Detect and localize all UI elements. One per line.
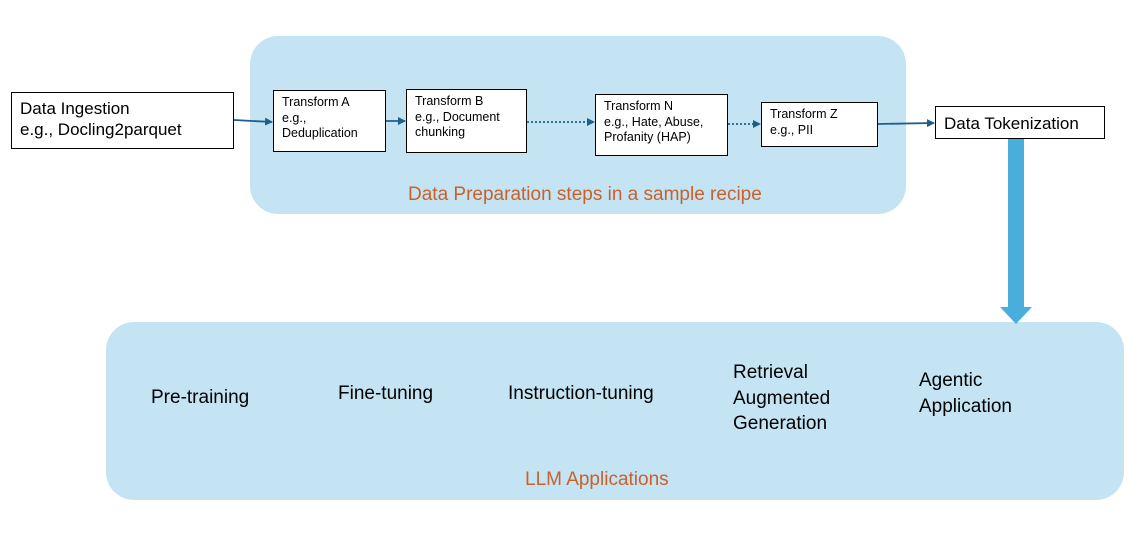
transform-a-example-line: e.g., xyxy=(282,110,307,125)
application-label-line: Generation xyxy=(733,413,828,435)
application-pre-training: Pre-training xyxy=(151,385,249,411)
data-tokenization-box: Data Tokenization xyxy=(935,106,1105,139)
application-label-line: Fine-tuning xyxy=(338,383,434,404)
transform-n-example-line: e.g., Hate, Abuse, xyxy=(604,114,704,129)
application-label-line: Augmented xyxy=(733,387,831,409)
data-ingestion-box: Data Ingestion e.g., Docling2parquet xyxy=(11,92,234,149)
transform-b-title: Transform B xyxy=(415,94,484,108)
arrow-transform-z-to-tokenization xyxy=(877,119,935,128)
transform-z-example-line: e.g., PII xyxy=(770,122,814,137)
data-tokenization-label: Data Tokenization xyxy=(944,114,1079,133)
transform-n-example-line: Profanity (HAP) xyxy=(604,130,691,145)
transform-b-example-line: e.g., Document xyxy=(415,109,500,124)
application-instruction-tuning: Instruction-tuning xyxy=(508,381,654,407)
transform-n-box: Transform N e.g., Hate, Abuse, Profanity… xyxy=(595,94,728,156)
transform-n-title: Transform N xyxy=(604,99,673,113)
transform-a-box: Transform A e.g., Deduplication xyxy=(273,90,386,152)
transform-z-title: Transform Z xyxy=(770,107,838,121)
application-label-line: Retrieval xyxy=(733,362,808,383)
transform-z-box: Transform Z e.g., PII xyxy=(761,102,878,147)
data-preparation-caption: Data Preparation steps in a sample recip… xyxy=(408,184,762,205)
application-label-line: Application xyxy=(919,395,1012,417)
data-ingestion-title: Data Ingestion xyxy=(20,99,130,118)
transform-b-box: Transform B e.g., Document chunking xyxy=(406,89,527,153)
application-label-line: Instruction-tuning xyxy=(508,383,654,404)
application-rag: Retrieval Augmented Generation xyxy=(733,360,830,437)
llm-applications-panel xyxy=(106,322,1124,500)
llm-applications-caption: LLM Applications xyxy=(525,469,669,490)
big-down-arrow xyxy=(1000,139,1032,324)
data-ingestion-example: e.g., Docling2parquet xyxy=(20,120,182,140)
application-label-line: Pre-training xyxy=(151,387,250,408)
transform-a-title: Transform A xyxy=(282,95,350,109)
application-fine-tuning: Fine-tuning xyxy=(338,381,433,407)
transform-a-example-line: Deduplication xyxy=(282,126,358,141)
arrow-ingestion-to-transform-a xyxy=(233,117,273,126)
application-label-line: Agentic xyxy=(919,370,983,391)
application-agentic: Agentic Application xyxy=(919,368,1012,419)
transform-b-example-line: chunking xyxy=(415,125,466,140)
